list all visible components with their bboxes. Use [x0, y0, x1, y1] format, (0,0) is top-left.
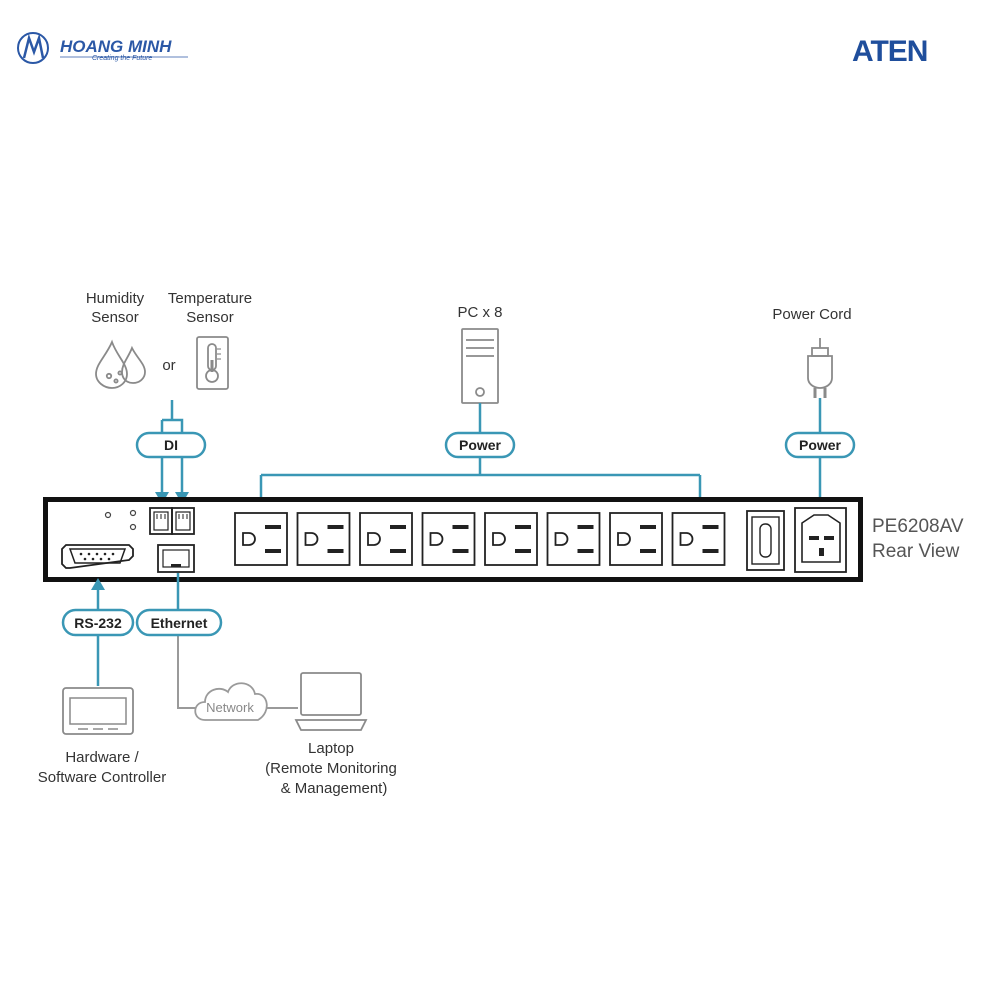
or-label: or: [162, 357, 175, 374]
led-indicator: [129, 509, 137, 517]
svg-text:Power: Power: [799, 437, 842, 453]
laptop-label-line2: (Remote Monitoring: [265, 760, 397, 777]
model-label: PE6208AV: [872, 516, 964, 537]
hoang-minh-logo: HOANG MINH Creating the Future: [17, 32, 188, 64]
rs232-arrow: [91, 578, 105, 590]
di-port-right: [171, 507, 195, 535]
network-label: Network: [206, 700, 254, 715]
power-outlet: [546, 512, 601, 566]
water-drops-icon: [95, 339, 146, 389]
thermometer-icon: [196, 336, 229, 390]
pill-power-outlets: Power: [444, 431, 516, 459]
hoang-minh-logo-mark: [17, 32, 49, 64]
controller-label-line2: Software Controller: [38, 769, 166, 786]
svg-text:RS-232: RS-232: [74, 615, 122, 631]
pill-rs232: RS-232: [61, 608, 135, 637]
power-cord-label: Power Cord: [772, 306, 851, 323]
led-indicator: [104, 511, 112, 519]
humidity-label-line1: Humidity: [86, 290, 145, 307]
laptop-label-line1: Laptop: [308, 740, 354, 757]
pdu-rear-panel: [43, 497, 863, 582]
svg-text:Power: Power: [459, 437, 502, 453]
pc-tower-icon: [461, 328, 499, 404]
ethernet-port: [157, 544, 195, 573]
aten-name: ATEN: [852, 35, 927, 68]
pill-power-inlet: Power: [784, 431, 856, 459]
view-label: Rear View: [872, 541, 960, 562]
power-outlet: [234, 512, 288, 566]
power-outlet: [671, 512, 726, 566]
power-switch[interactable]: [746, 510, 785, 571]
power-inlet: [794, 507, 847, 573]
hoang-minh-tagline: Creating the Future: [92, 55, 152, 62]
hoang-minh-logo-glyph: [22, 33, 45, 59]
pill-di: DI: [135, 431, 207, 459]
temperature-label-line2: Sensor: [186, 309, 234, 326]
power-outlet: [359, 512, 413, 566]
laptop-label-line3: & Management): [281, 780, 388, 797]
power-outlet: [296, 512, 351, 566]
controller-device-icon: [62, 687, 134, 735]
svg-text:Ethernet: Ethernet: [151, 615, 208, 631]
laptop-icon: [294, 672, 368, 731]
rs232-port: [61, 544, 134, 569]
svg-text:DI: DI: [164, 437, 178, 453]
power-outlet: [421, 512, 476, 566]
led-indicator: [129, 523, 137, 531]
aten-logo: ATEN: [852, 35, 928, 68]
power-outlet: [609, 512, 663, 566]
humidity-label-line2: Sensor: [91, 309, 139, 326]
pc-label: PC x 8: [457, 304, 502, 321]
cloud-icon: Network: [194, 682, 268, 721]
bottom-wiring: [91, 573, 298, 709]
hoang-minh-name: HOANG MINH: [60, 37, 172, 56]
temperature-label-line1: Temperature: [168, 290, 252, 307]
power-outlet: [484, 512, 538, 566]
pill-ethernet: Ethernet: [135, 608, 223, 637]
outlet-group: [234, 512, 726, 566]
power-plug-icon: [807, 338, 833, 398]
controller-label-line1: Hardware /: [65, 749, 139, 766]
